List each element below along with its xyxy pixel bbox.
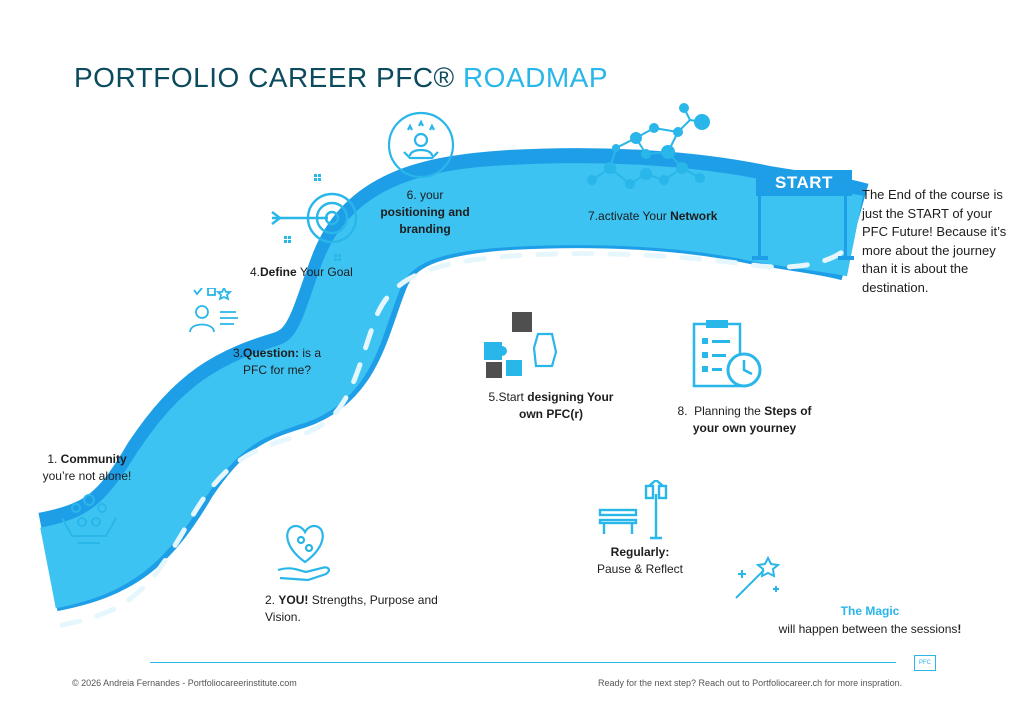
title-part-2: ROADMAP (462, 62, 609, 93)
puzzle-icon (484, 312, 558, 378)
end-text: The End of the course is just the START … (862, 187, 1007, 295)
step-8: 8. Planning the Steps of your own yourne… (677, 404, 812, 435)
magic-text: The Magic will happen between the sessio… (778, 604, 962, 636)
start-sign: START (756, 170, 852, 196)
step-1: 1. Community you’re not alone! (42, 452, 132, 483)
community-icon (61, 494, 117, 544)
step-6: 6. your positioning and branding (380, 188, 470, 236)
heart-hand-icon (277, 524, 331, 582)
step-5: 5.Start designing Your own PFC(r) (488, 390, 614, 421)
checklist-clock-icon (692, 320, 762, 388)
start-sign-posts (752, 192, 854, 260)
pfc-logo: PFC (914, 655, 936, 671)
target-icon (271, 174, 358, 261)
step-7: 7.activate Your Network (588, 209, 718, 223)
road-center-line (59, 247, 848, 628)
title-part-1: PORTFOLIO CAREER PFC® (74, 62, 455, 93)
question-person-icon (189, 288, 238, 333)
footer-divider (150, 662, 896, 663)
step-3: 3.Question: is a PFC for me? (232, 346, 322, 377)
step-2: 2. YOU! Strengths, Purpose and Vision. (265, 593, 438, 624)
footer-copyright: © 2026 Andreia Fernandes - Portfoliocare… (72, 678, 297, 688)
magic-wand-icon (735, 556, 781, 599)
road-surface (39, 163, 864, 609)
page-title: PORTFOLIO CAREER PFC® ROADMAP (74, 62, 608, 94)
step-4: 4.Define Your Goal (250, 265, 353, 279)
network-icon (587, 103, 710, 189)
regularly-text: Regularly:Pause & Reflect (596, 545, 684, 576)
bench-lamp-icon (598, 480, 668, 540)
positioning-badge-icon (387, 111, 455, 179)
footer-cta: Ready for the next step? Reach out to Po… (598, 678, 903, 688)
